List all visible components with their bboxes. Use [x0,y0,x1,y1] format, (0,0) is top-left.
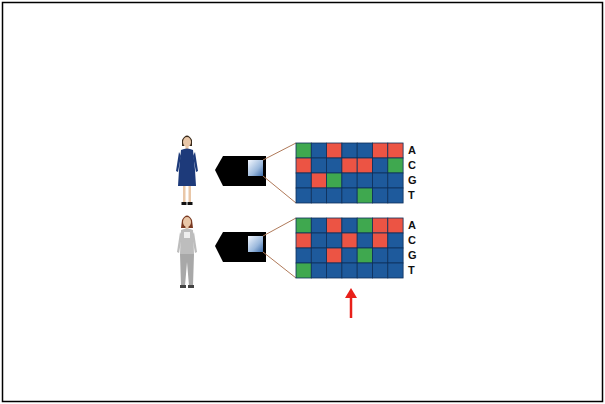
pointer-arrow [345,288,357,318]
array-spot [327,263,342,278]
array-spot [373,188,388,203]
array-spot [296,143,311,158]
array-spot [327,188,342,203]
array-spot [357,263,372,278]
array-spot [342,233,357,248]
array-spot [388,173,403,188]
array-spot [357,248,372,263]
array-spot [373,158,388,173]
array-spot [342,158,357,173]
array-spot [388,263,403,278]
array-spot [388,143,403,158]
array-spot [373,143,388,158]
array-spot [373,248,388,263]
array-spot [373,173,388,188]
array-spot [296,218,311,233]
base-letter: C [408,235,416,246]
array-spot [357,188,372,203]
array-spot [311,143,326,158]
array-spot [373,263,388,278]
array-spot [296,248,311,263]
array-spot [357,158,372,173]
array-spot [311,218,326,233]
array-spot [327,143,342,158]
base-letter: T [408,190,415,201]
array-spot [342,218,357,233]
array-spot [357,218,372,233]
base-letter: A [408,220,416,231]
array-spot [388,158,403,173]
array-spot [296,188,311,203]
array-spot [342,188,357,203]
array-spot [388,218,403,233]
array-spot [327,158,342,173]
array-spot [327,218,342,233]
array-spot [296,263,311,278]
array-spot [357,173,372,188]
array-spot [311,248,326,263]
array-spot [311,158,326,173]
base-letter: C [408,160,416,171]
array-spot [327,233,342,248]
array-spot [357,143,372,158]
array-spot [327,248,342,263]
array-spot [296,158,311,173]
array-spot [327,173,342,188]
base-letter: G [408,250,417,261]
array-spot [388,233,403,248]
array-spot [311,263,326,278]
microarray-chip [215,218,296,278]
array-spot [342,263,357,278]
array-spot [342,143,357,158]
array-spot [296,173,311,188]
array-spot [296,233,311,248]
array-spot [342,173,357,188]
base-letter: T [408,265,415,276]
woman-figure [176,136,198,206]
array-spot [388,248,403,263]
array-spot [373,218,388,233]
array-spot [311,173,326,188]
woman-figure [177,216,197,289]
base-letter: G [408,175,417,186]
array-spot [311,188,326,203]
array-spot [357,233,372,248]
array-spot [342,248,357,263]
microarray-chip [215,143,296,203]
array-spot [388,188,403,203]
array-spot [373,233,388,248]
array-spot [311,233,326,248]
frame-border [3,3,603,402]
base-letter: A [408,145,416,156]
